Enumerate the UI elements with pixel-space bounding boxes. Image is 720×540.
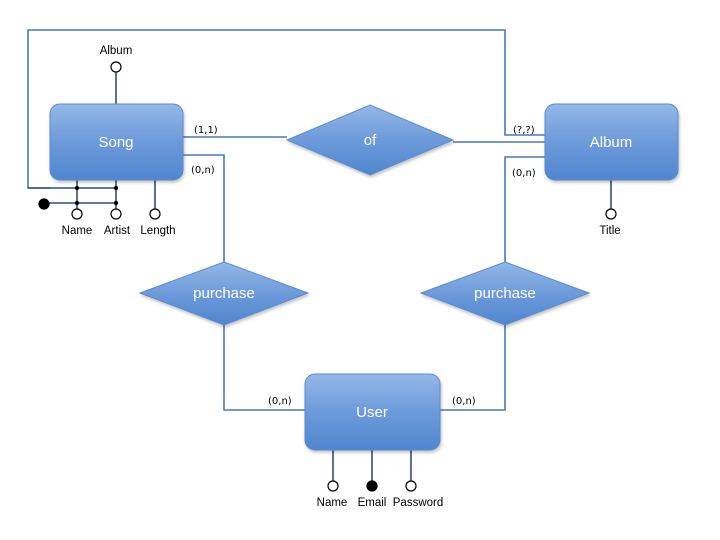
attr-song-length-circle [149,208,161,220]
relationship-purchase-album-label: purchase [474,285,536,302]
entity-song[interactable]: Song [49,103,184,181]
attr-user-name-circle [327,480,339,492]
attr-user-email-label: Email [358,497,387,509]
entity-album-label: Album [590,134,633,151]
connectors [27,29,545,411]
attr-album-title-circle [605,208,617,220]
relationship-purchase-song[interactable]: purchase [138,261,310,326]
entity-song-label: Song [98,134,133,151]
attr-song-album-circle [110,61,122,73]
cardinality-album-purchase: (0,n) [512,168,536,179]
attr-song-name-label: Name [62,225,93,237]
relationship-of-label: of [364,132,377,149]
song-attribute-lines [28,68,156,209]
relationship-purchase-song-label: purchase [193,285,255,302]
attr-song-name-circle [71,208,83,220]
entity-user[interactable]: User [304,373,441,451]
attr-song-artist-label: Artist [104,225,131,237]
attr-song-length-label: Length [140,225,175,237]
attr-song-key-circle [38,198,50,210]
relationship-of[interactable]: of [285,104,455,176]
attr-song-album-label: Album [100,45,133,57]
attr-user-name-label: Name [317,497,348,509]
album-purchase-line [504,156,545,262]
attr-album-title-label: Title [599,225,620,237]
attr-song-artist-circle [110,208,122,220]
entity-album[interactable]: Album [544,103,679,181]
attr-user-email-circle [366,480,378,492]
cardinality-user-purchase-album: (0,n) [452,396,476,407]
cardinality-song-of: (1,1) [194,125,218,136]
relationship-purchase-album[interactable]: purchase [419,261,591,326]
purchase-user-left-line [223,325,305,411]
cardinality-album-of: (?,?) [513,125,535,136]
entity-user-label: User [356,404,388,421]
attr-user-password-circle [405,480,417,492]
song-purchase-line [183,154,225,262]
purchase-user-right-line [440,325,506,411]
attr-user-password-label: Password [393,497,444,509]
cardinality-user-purchase-song: (0,n) [268,396,292,407]
cardinality-song-purchase: (0,n) [191,165,215,176]
